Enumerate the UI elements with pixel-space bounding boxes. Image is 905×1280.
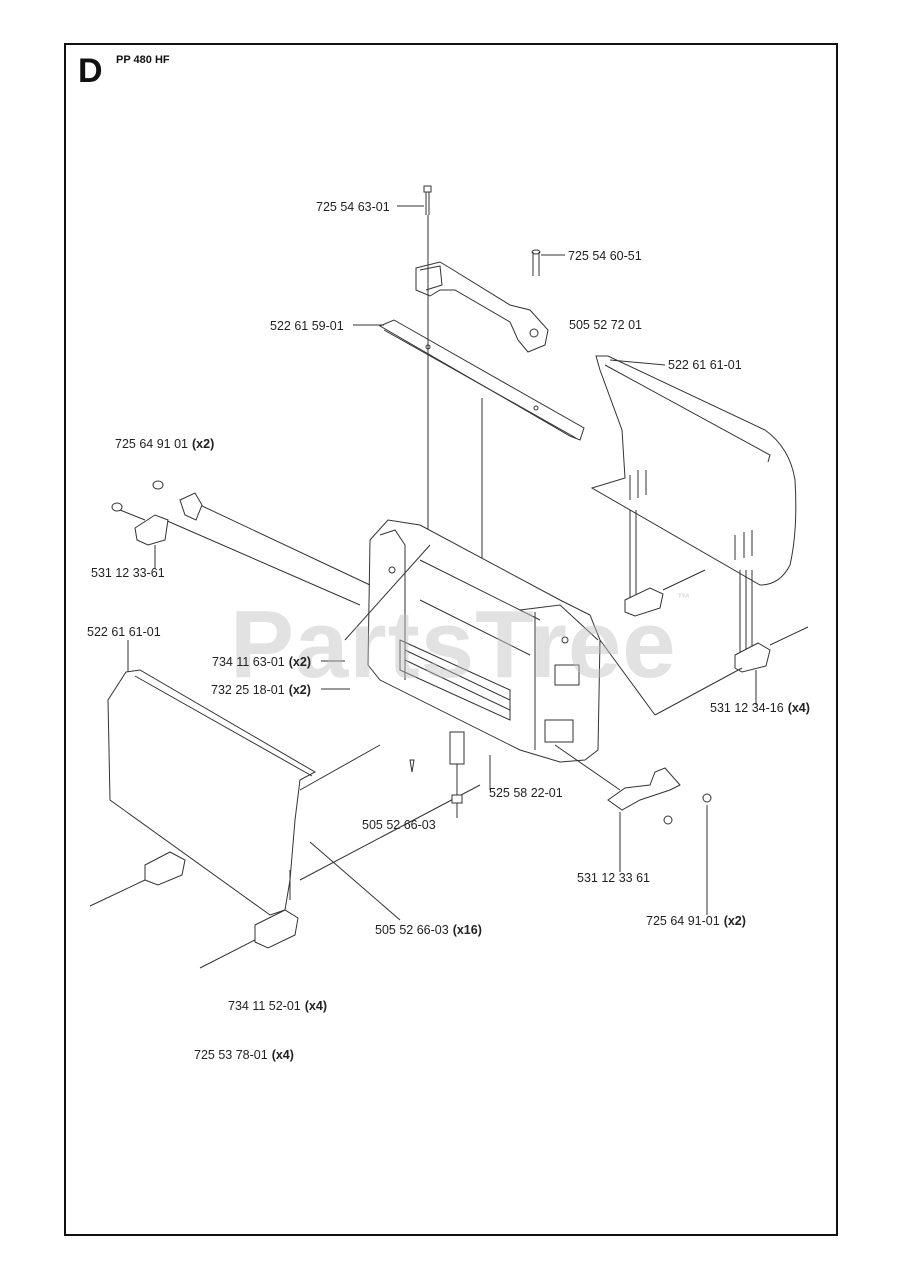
part-label: 522 61 59-01 xyxy=(270,319,344,333)
left-upper-bracket xyxy=(111,480,203,546)
part-label: 725 54 63-01 xyxy=(316,200,390,214)
part-label: 505 52 66-03 xyxy=(362,818,436,832)
left-side-panel xyxy=(107,669,317,916)
part-label: 734 11 52-01(x4) xyxy=(228,999,327,1013)
model-title: PP 480 HF xyxy=(116,54,170,66)
right-mount-lower xyxy=(734,642,771,673)
part-label: 531 12 33 61 xyxy=(577,871,650,885)
part-label: 725 64 91 01(x2) xyxy=(115,437,215,451)
leader-lines xyxy=(127,205,757,921)
part-label: 732 25 18-01(x2) xyxy=(211,683,311,697)
part-label: 505 52 66-03(x16) xyxy=(375,923,482,937)
section-letter: D xyxy=(78,52,103,90)
part-label: 725 64 91-01(x2) xyxy=(646,914,746,928)
top-crossbar xyxy=(378,319,585,441)
right-side-panel xyxy=(590,355,797,655)
part-label: 522 61 61-01 xyxy=(668,358,742,372)
part-label: 525 58 22-01 xyxy=(489,786,563,800)
center-pillar xyxy=(409,731,465,804)
part-label: 522 61 61-01 xyxy=(87,625,161,639)
part-label: 725 54 60-51 xyxy=(568,249,642,263)
part-label: 725 53 78-01(x4) xyxy=(194,1048,294,1062)
part-label: 531 12 33-61 xyxy=(91,566,165,580)
partstree-watermark: PartsTree™ xyxy=(230,590,692,698)
right-mount-upper xyxy=(624,587,664,617)
part-label: 531 12 34-16(x4) xyxy=(710,701,810,715)
left-lower-brackets xyxy=(89,851,299,969)
top-bolt xyxy=(423,185,432,215)
part-label: 734 11 63-01(x2) xyxy=(212,655,311,669)
diagram-frame xyxy=(64,43,838,1236)
central-frame xyxy=(367,519,601,763)
right-handle xyxy=(607,767,712,825)
part-label: 505 52 72 01 xyxy=(569,318,642,332)
top-handle xyxy=(415,261,549,353)
handle-pin xyxy=(531,249,541,276)
